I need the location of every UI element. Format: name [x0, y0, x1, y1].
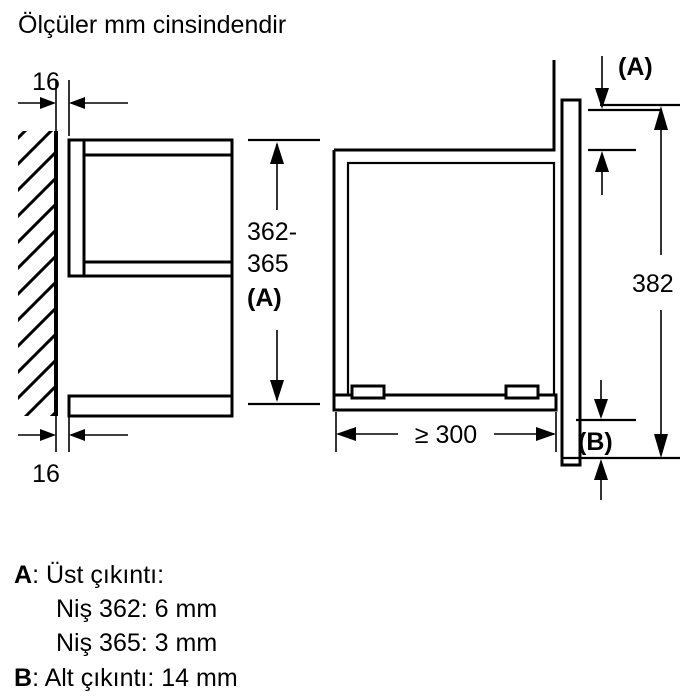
dim-bottom-left-16: 16 [18, 412, 128, 488]
right-door-panel-view [560, 98, 582, 467]
door-panel [560, 98, 582, 467]
legend-line-b: B: Alt çıkıntı: 14 mm [14, 664, 238, 692]
appliance-foot-right [504, 384, 540, 400]
legend-a-key: A [14, 561, 32, 589]
dim-label-bottom-left-16: 16 [32, 460, 60, 488]
dim-label-bottom-overhang-b: (B) [578, 428, 613, 456]
dim-label-niche-height-note: (A) [247, 284, 282, 312]
dim-depth-min: ≥ 300 [335, 412, 557, 452]
dim-label-top-overhang-a: (A) [618, 53, 653, 81]
left-side-section-view [18, 131, 234, 418]
legend-a-sub2: Niş 365: 3 mm [56, 629, 217, 657]
legend-b-key: B [14, 664, 32, 692]
dim-label-niche-height-line2: 365 [247, 250, 289, 278]
legend-a-sub1: Niş 362: 6 mm [56, 595, 217, 623]
upper-cabinet-body [67, 138, 234, 278]
appliance-outer-top [334, 60, 556, 152]
legend-a-text: : Üst çıkıntı: [32, 561, 164, 589]
dim-niche-height: 362- 365 (A) [247, 138, 320, 406]
appliance-inner-cavity [346, 161, 556, 397]
dim-label-top-left-16: 16 [32, 68, 60, 96]
middle-appliance-section-view [332, 60, 558, 412]
wall-hatching [18, 131, 58, 416]
legend-line-a: A: Üst çıkıntı: [14, 561, 164, 589]
lower-niche-shelf [67, 394, 234, 418]
dim-top-left-16: 16 [18, 68, 128, 136]
dim-label-niche-height-line1: 362- [247, 218, 297, 246]
drawing-title: Ölçüler mm cinsindendir [18, 11, 286, 39]
dim-bottom-overhang-b: (B) [562, 380, 680, 500]
dim-label-total-height-382: 382 [632, 270, 674, 298]
dim-label-depth-min: ≥ 300 [415, 421, 477, 449]
dim-total-height-382: 382 [600, 103, 680, 458]
legend-b-text: : Alt çıkıntı: 14 mm [32, 664, 238, 692]
appliance-foot-left [350, 384, 386, 400]
dim-top-overhang-a: (A) [588, 53, 660, 195]
legend-block: A: Üst çıkıntı: Niş 362: 6 mm Niş 365: 3… [14, 561, 238, 692]
appliance-base-plinth [332, 393, 558, 412]
